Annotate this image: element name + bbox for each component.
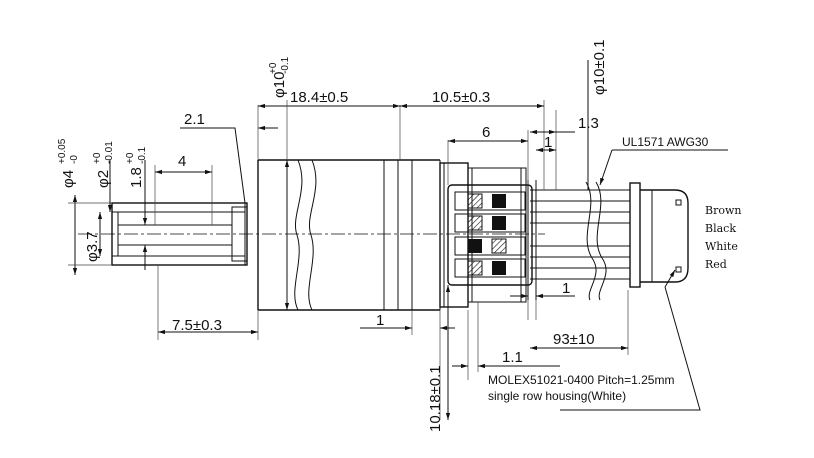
dim-1-bottom: 1 xyxy=(376,312,384,329)
dim-d4: φ4 xyxy=(60,170,77,188)
connector-note-line1: MOLEX51021-0400 Pitch=1.25mm xyxy=(488,373,674,387)
dim-d2-tol-lower: -0.01 xyxy=(104,141,115,164)
dimension-lines xyxy=(68,60,728,420)
dim-d4-tol-upper: +0.05 xyxy=(57,138,68,164)
molex-housing xyxy=(629,182,689,288)
dim-d10-right: φ10±0.1 xyxy=(591,40,608,96)
dim-d18-tol-lower: -0.1 xyxy=(137,146,148,164)
wire-brown: Brown xyxy=(705,204,741,217)
dim-d4-tol-lower: -0 xyxy=(69,155,80,164)
wire-white: White xyxy=(705,240,738,253)
dim-11: 1.1 xyxy=(502,349,523,366)
dim-75: 7.5±0.3 xyxy=(172,317,222,334)
motor-body xyxy=(257,159,441,311)
dim-105: 10.5±0.3 xyxy=(432,89,490,106)
dimension-text: φ4 +0.05 -0 φ2 +0 -0.01 1.8 +0 -0.1 φ3.7… xyxy=(57,40,741,433)
dim-d2: φ2 xyxy=(95,170,112,188)
shaft xyxy=(111,202,248,266)
dim-1-right: 1 xyxy=(562,280,570,297)
terminals xyxy=(454,191,526,278)
back-cap xyxy=(439,162,537,308)
wire-black: Black xyxy=(705,222,736,235)
dim-1018: 10.18±0.1 xyxy=(427,365,444,432)
dim-21: 2.1 xyxy=(184,111,205,128)
dim-d10-left: φ10 xyxy=(271,72,288,98)
dim-d18-tol-upper: +0 xyxy=(125,152,136,164)
cable-label: UL1571 AWG30 xyxy=(622,135,709,149)
dim-d10-left-tol-lower: -0.1 xyxy=(280,56,291,74)
dim-13: 1.3 xyxy=(578,115,599,132)
dim-d37: φ3.7 xyxy=(84,231,101,262)
dim-d10-left-tol-upper: +0 xyxy=(268,62,279,74)
dim-d18: 1.8 xyxy=(128,167,145,188)
dim-1-top: 1 xyxy=(544,134,552,151)
dim-6: 6 xyxy=(482,124,490,141)
dim-d2-tol-upper: +0 xyxy=(92,152,103,164)
dim-4: 4 xyxy=(178,153,186,170)
connector-note-line2: single row housing(White) xyxy=(488,389,626,403)
dim-184: 18.4±0.5 xyxy=(290,89,348,106)
dim-93: 93±10 xyxy=(553,331,595,348)
cable xyxy=(530,181,630,301)
wire-red: Red xyxy=(705,258,727,271)
